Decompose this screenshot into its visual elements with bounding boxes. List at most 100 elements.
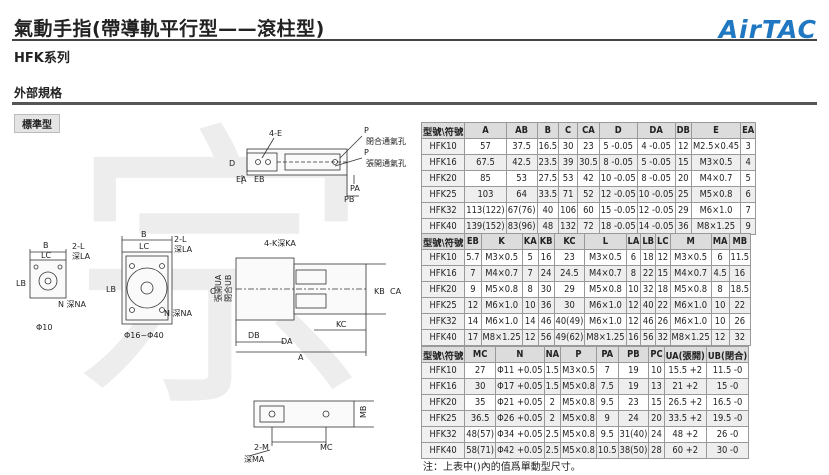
table-cell: M5×0.8	[560, 410, 597, 427]
dim-lb-2: LB	[106, 285, 116, 294]
model-cell: HFK20	[420, 281, 466, 298]
dim-pb: PB	[344, 195, 354, 204]
table-cell: 58(71)	[464, 442, 497, 459]
dim-p: P	[364, 126, 369, 135]
table-cell: 28	[648, 442, 665, 459]
table-cell: 2	[543, 394, 562, 411]
dim-la: 深LA	[72, 252, 91, 261]
table-cell: M6×1.0	[669, 313, 712, 330]
model-cell: HFK16	[420, 154, 466, 171]
dim-a: A	[298, 353, 304, 362]
table-cell: M5×0.8	[560, 378, 597, 395]
table-cell: 22	[640, 265, 657, 282]
type-label: 標準型	[14, 114, 60, 133]
table-cell: M6×1.0	[480, 297, 523, 314]
column-header: B	[536, 122, 560, 139]
column-header: E	[690, 122, 742, 139]
table-cell: 38(50)	[617, 442, 650, 459]
dim-2-l-2: 2-L	[174, 235, 187, 244]
table-cell: M4×0.7	[690, 170, 742, 187]
table-cell: 16.5 -0	[705, 394, 750, 411]
table-cell: 18.5	[728, 281, 752, 298]
table-cell: 64	[505, 186, 538, 203]
column-header: P	[560, 346, 597, 363]
table-cell: 24	[537, 265, 555, 282]
table-cell: 60	[577, 202, 600, 219]
table-cell: 24	[617, 410, 650, 427]
table-cell: 29	[674, 202, 692, 219]
table-cell: 27.5	[536, 170, 560, 187]
model-cell: HFK32	[420, 202, 466, 219]
model-cell: HFK32	[420, 426, 466, 443]
dim-kb: KB	[374, 287, 385, 296]
table-cell: 46	[537, 313, 555, 330]
dim-c: C	[210, 287, 216, 296]
table-cell: 10	[648, 362, 665, 379]
table-cell: 23	[617, 394, 650, 411]
table-cell: 10 -0.05	[598, 170, 638, 187]
table-cell: 42.5	[505, 154, 538, 171]
column-header: KC	[553, 233, 586, 250]
table-cell: 12 -0.05	[636, 202, 676, 219]
column-header: 型號\符號	[420, 122, 466, 139]
table-cell: 5	[740, 170, 757, 187]
table-cell: 7	[595, 362, 619, 379]
table-cell: M6×1.0	[480, 313, 523, 330]
table-cell: 67(76)	[505, 202, 538, 219]
table-cell: 71	[558, 186, 579, 203]
table-cell: 15	[648, 394, 665, 411]
model-cell: HFK10	[420, 138, 466, 155]
table-cell: M8×1.25	[480, 329, 523, 346]
table-cell: 49(62)	[553, 329, 586, 346]
table-cell: M6×1.0	[584, 297, 627, 314]
dim-mb: MB	[359, 406, 368, 418]
table-cell: 12	[674, 138, 692, 155]
series-title: HFK系列	[14, 51, 70, 66]
column-header: UB(閉合)	[705, 346, 750, 363]
table-cell: 26.5 +2	[663, 394, 707, 411]
table-cell: 23.5	[536, 154, 560, 171]
dim-d: D	[229, 159, 235, 168]
column-header: 型號\符號	[420, 346, 466, 363]
table-cell: 53	[558, 170, 579, 187]
table-cell: 9.5	[595, 394, 619, 411]
table-cell: 53	[505, 170, 538, 187]
table-cell: 8	[521, 281, 539, 298]
column-header: N	[495, 346, 545, 363]
table-cell: 30.5	[577, 154, 600, 171]
table-cell: 19	[617, 362, 650, 379]
column-header: CA	[577, 122, 600, 139]
table-cell: 1.5	[543, 378, 562, 395]
column-header: KB	[537, 233, 555, 250]
table-cell: 48	[536, 218, 560, 235]
table-cell: 21 +2	[663, 378, 707, 395]
dim-lb: LB	[16, 279, 26, 288]
front-view-large	[121, 236, 173, 325]
table-cell: 32	[728, 329, 752, 346]
table-cell: M5×0.8	[560, 394, 597, 411]
table-cell: 8 -0.05	[598, 154, 638, 171]
model-cell: HFK40	[420, 329, 466, 346]
dim-n-na-2: N 深NA	[164, 309, 193, 318]
dim-db: DB	[248, 331, 260, 340]
table-cell: 60 +2	[663, 442, 707, 459]
column-header: KA	[521, 233, 539, 250]
dim-lc: LC	[41, 251, 51, 260]
dim-ma: 深MA	[244, 455, 265, 464]
table-cell: 56	[640, 329, 657, 346]
table-cell: 5	[521, 249, 539, 266]
model-cell: HFK16	[420, 378, 466, 395]
label-phi16-40: Φ16~Φ40	[124, 331, 164, 340]
table-cell: M3×0.5	[584, 249, 627, 266]
table-cell: 19.5 -0	[705, 410, 750, 427]
dim-b-2: B	[141, 230, 147, 239]
table-cell: M3×0.5	[669, 249, 712, 266]
table-cell: M5×0.8	[669, 281, 712, 298]
table-cell: 12 -0.05	[598, 186, 638, 203]
front-view-small	[29, 249, 67, 299]
dim-la-2: 深LA	[174, 245, 193, 254]
column-header: DB	[674, 122, 692, 139]
